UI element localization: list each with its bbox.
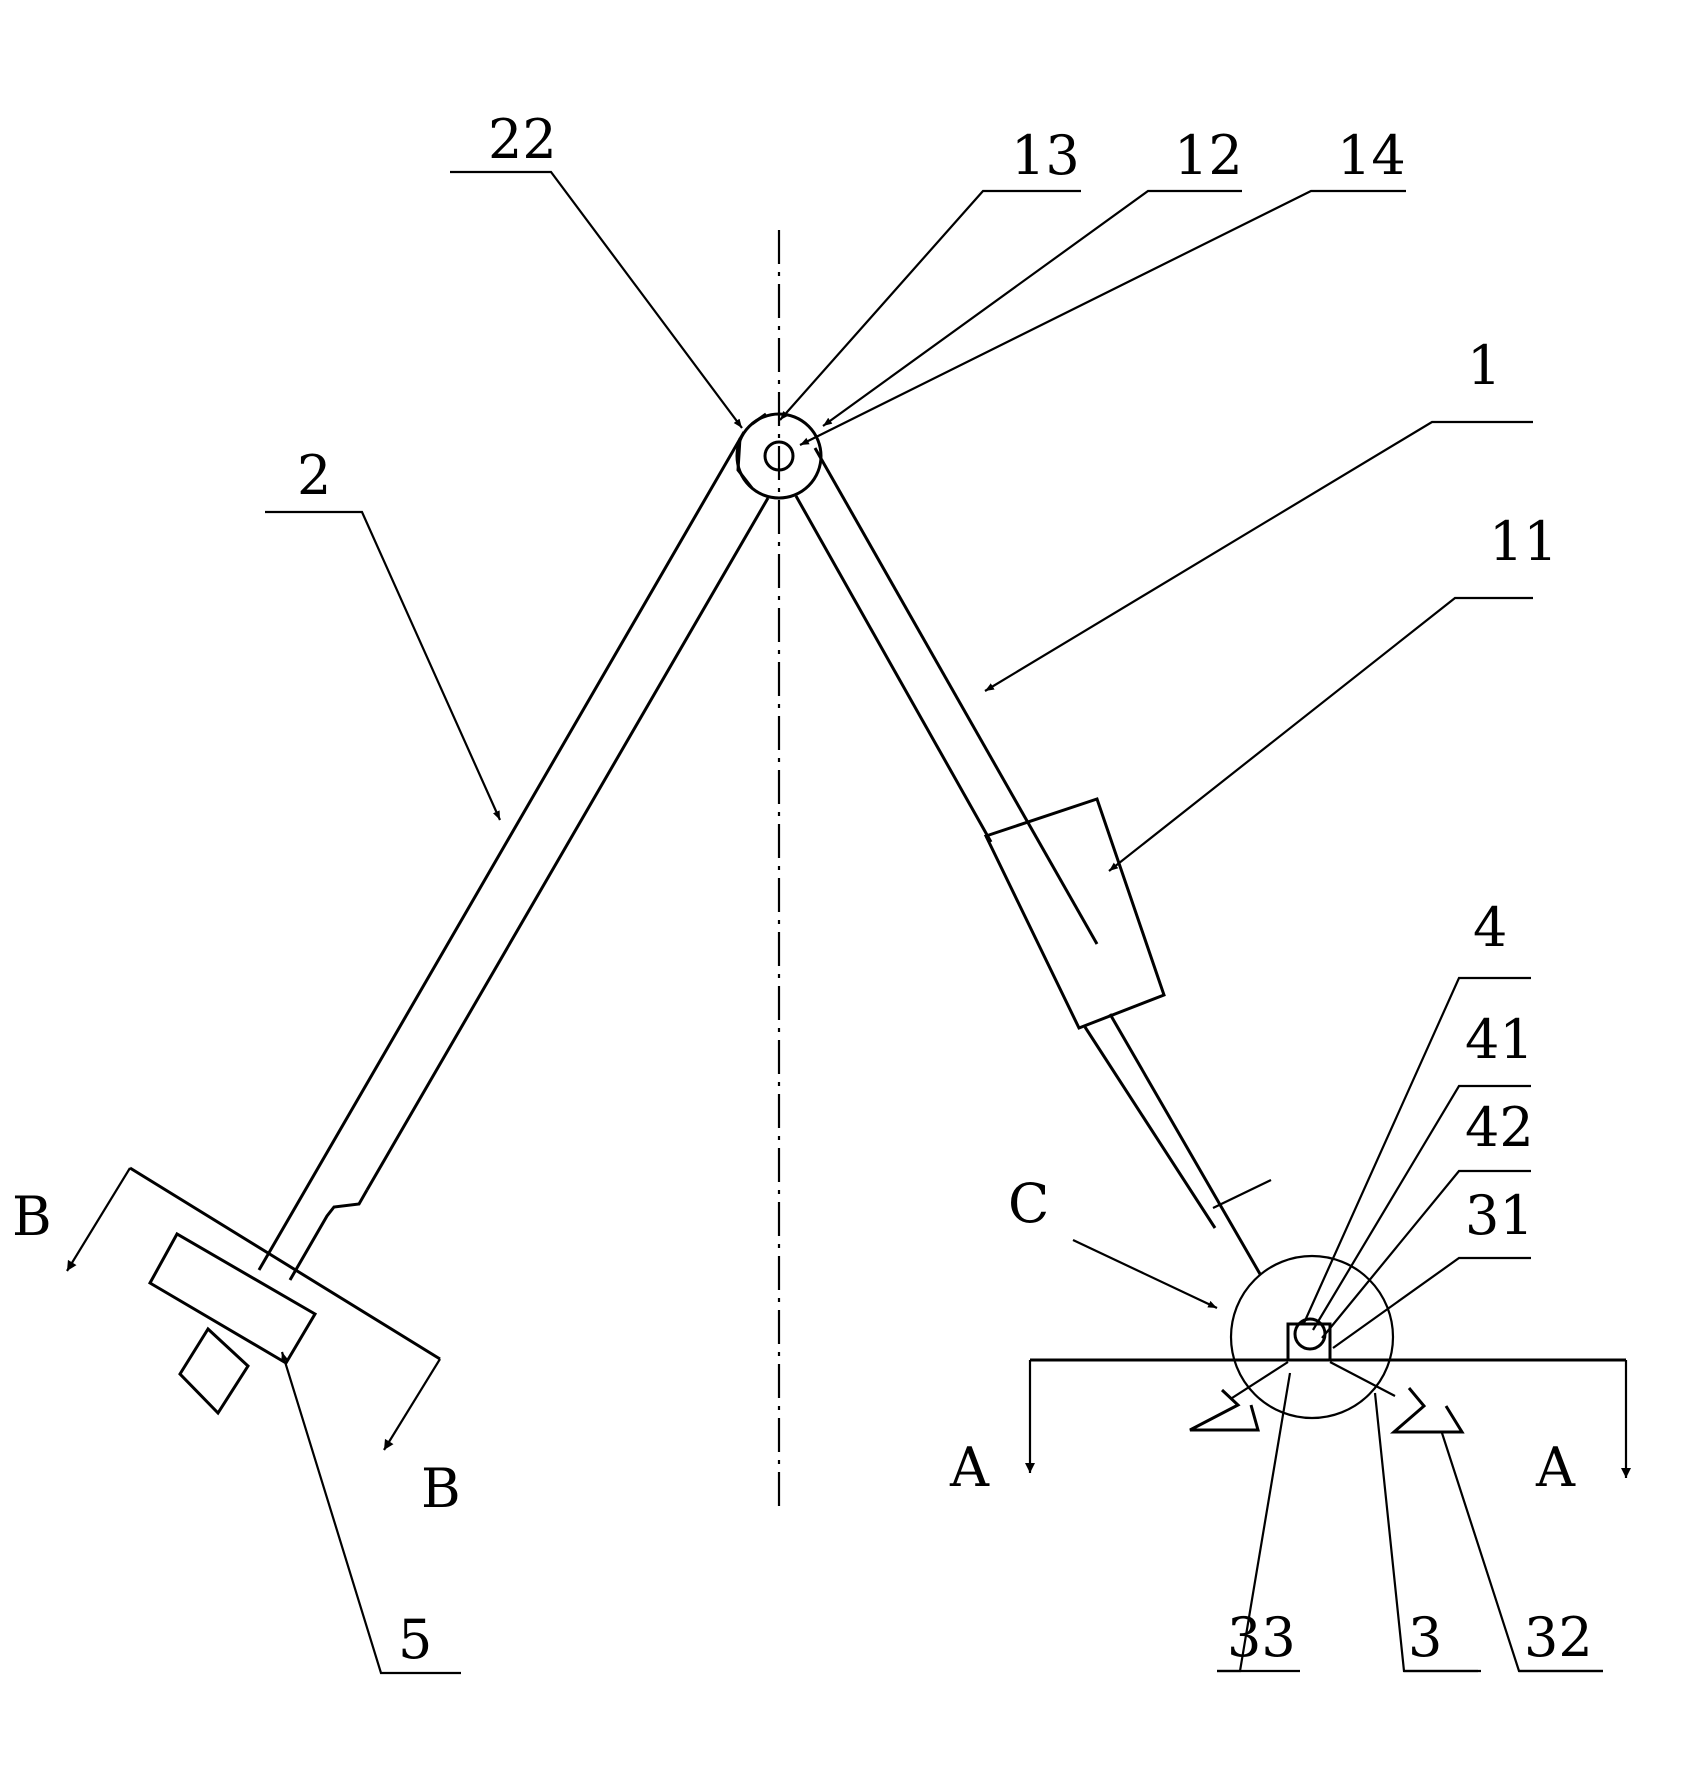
leader-lines (265, 172, 1603, 1673)
label-13: 13 (1011, 124, 1080, 187)
label-33: 33 (1227, 1606, 1296, 1669)
label-14: 14 (1337, 124, 1406, 187)
section-label-a-right: A (1535, 1436, 1576, 1499)
reference-labels: 22 13 12 14 1 2 11 4 41 42 31 C 5 33 3 3… (12, 108, 1593, 1671)
label-1: 1 (1467, 334, 1501, 397)
section-label-b-bottom: B (421, 1457, 461, 1520)
label-41: 41 (1465, 1008, 1534, 1071)
label-11: 11 (1489, 510, 1558, 573)
foot-assembly (1190, 1256, 1462, 1432)
label-32: 32 (1524, 1606, 1593, 1669)
label-31: 31 (1465, 1184, 1534, 1247)
label-4: 4 (1473, 896, 1507, 959)
label-C: C (1008, 1172, 1049, 1235)
label-12: 12 (1174, 124, 1243, 187)
section-label-a-left: A (949, 1436, 990, 1499)
label-22: 22 (488, 108, 557, 171)
label-3: 3 (1408, 1606, 1442, 1669)
section-label-b-top: B (12, 1185, 52, 1248)
label-2: 2 (297, 444, 331, 507)
left-leg (259, 432, 768, 1280)
right-leg (796, 448, 1271, 1274)
label-42: 42 (1465, 1096, 1534, 1159)
label-5: 5 (398, 1608, 432, 1671)
left-head-block (150, 1234, 315, 1413)
section-plane-b (67, 1168, 440, 1450)
